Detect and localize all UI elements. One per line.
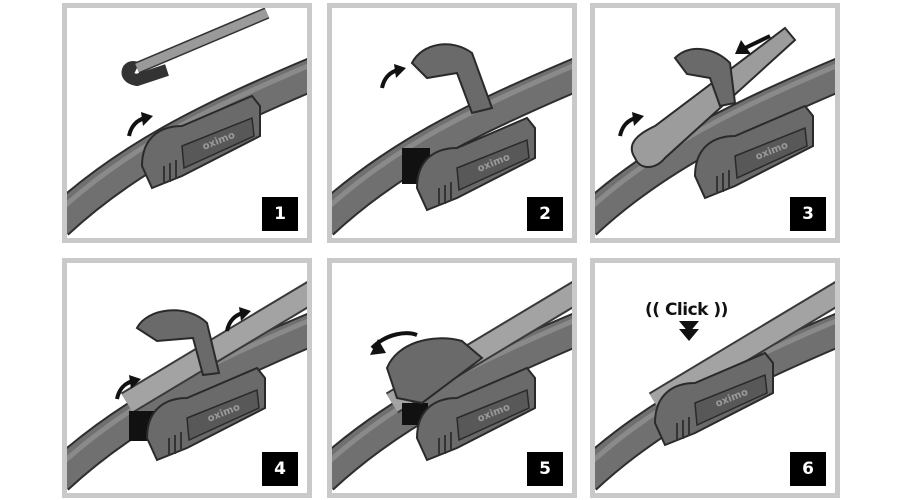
step-3-illustration bbox=[595, 26, 835, 238]
step-1-illustration bbox=[67, 8, 307, 238]
step-number-badge: 6 bbox=[790, 452, 826, 486]
step-number-badge: 4 bbox=[262, 452, 298, 486]
arrow-icon bbox=[380, 62, 408, 90]
step-number-badge: 3 bbox=[790, 197, 826, 231]
arrow-icon bbox=[127, 110, 155, 138]
step-number-badge: 1 bbox=[262, 197, 298, 231]
step-6-illustration bbox=[595, 263, 835, 493]
arrow-icon bbox=[618, 110, 646, 138]
step-panel-3: 3 bbox=[590, 3, 840, 243]
step-5-illustration bbox=[332, 263, 572, 493]
step-number-badge: 2 bbox=[527, 197, 563, 231]
step-panel-5: 5 bbox=[327, 258, 577, 498]
step-4-illustration bbox=[67, 263, 307, 493]
step-panel-6: (( Click )) 6 bbox=[590, 258, 840, 498]
step-panel-4: 4 bbox=[62, 258, 312, 498]
click-label: (( Click )) bbox=[645, 300, 728, 320]
step-panel-2: 2 bbox=[327, 3, 577, 243]
press-arrow-icon bbox=[679, 321, 699, 333]
step-panel-1: 1 bbox=[62, 3, 312, 243]
step-2-illustration bbox=[332, 8, 572, 238]
step-number-badge: 5 bbox=[527, 452, 563, 486]
